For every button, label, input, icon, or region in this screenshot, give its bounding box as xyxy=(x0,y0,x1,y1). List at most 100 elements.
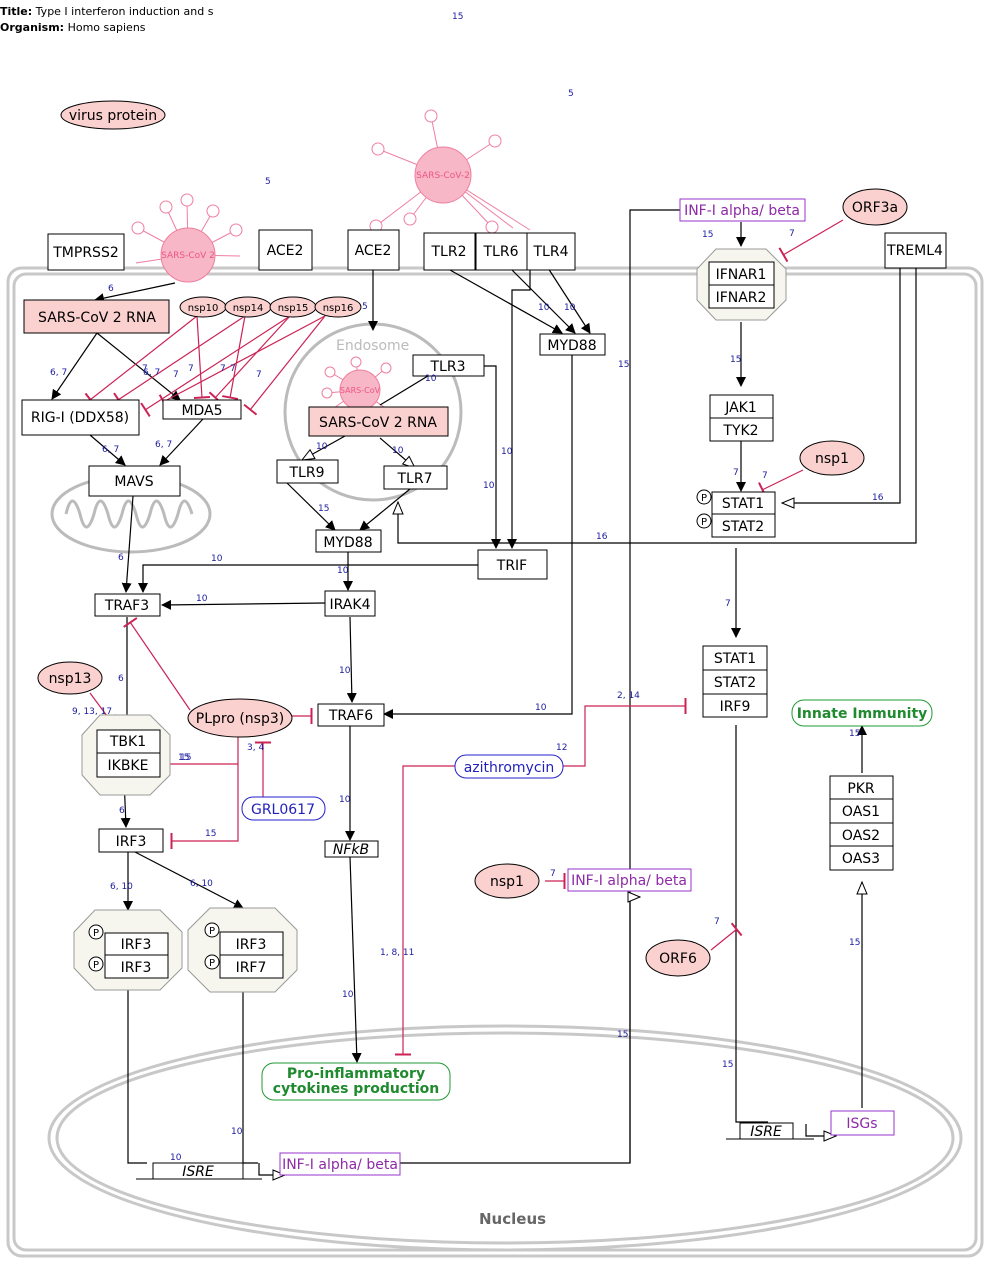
traf6-node xyxy=(317,703,385,727)
nfkb-label: NFkB xyxy=(333,842,369,858)
trif-node xyxy=(477,549,548,580)
phospho-irf7 xyxy=(204,954,220,970)
svg-text:15: 15 xyxy=(849,729,860,739)
svg-text:7: 7 xyxy=(173,370,179,380)
stat2-p-node xyxy=(711,513,776,538)
irf3-node xyxy=(98,828,164,853)
nsp13-label: nsp13 xyxy=(49,671,92,687)
svg-text:10: 10 xyxy=(339,795,351,805)
svg-text:15: 15 xyxy=(618,360,629,370)
svg-text:9, 13, 17: 9, 13, 17 xyxy=(72,707,112,717)
traf6-label: TRAF6 xyxy=(328,708,373,724)
irf3-b-node xyxy=(104,954,169,979)
svg-text:10: 10 xyxy=(392,446,404,456)
svg-text:7: 7 xyxy=(762,471,768,481)
nsp1-b-label: nsp1 xyxy=(490,874,524,890)
nucleus-outer xyxy=(47,1024,963,1252)
svg-text:12: 12 xyxy=(556,743,567,753)
phospho-stat2 xyxy=(696,513,712,529)
svg-text:10: 10 xyxy=(483,481,495,491)
ifn-nuc-label: INF-I alpha/ beta xyxy=(282,1157,398,1173)
svg-text:7: 7 xyxy=(550,869,556,879)
ifn-nuc-node xyxy=(279,1152,401,1176)
cytokines-label-1: Pro-inflammatory xyxy=(287,1066,425,1082)
tyk2-node xyxy=(709,417,774,442)
orf6-label: ORF6 xyxy=(659,951,697,967)
virus-main-label: SARS-CoV-2 xyxy=(416,171,470,181)
rigi-node xyxy=(21,399,140,436)
phospho-irf3-a xyxy=(88,924,104,940)
isre-right-label: ISRE xyxy=(750,1124,782,1140)
svg-text:7: 7 xyxy=(725,599,731,609)
svg-text:6: 6 xyxy=(118,674,124,684)
tmprss2-label: TMPRSS2 xyxy=(52,245,118,261)
sars-rna-top-node xyxy=(23,299,170,334)
svg-text:7: 7 xyxy=(188,364,194,374)
tlr9-label: TLR9 xyxy=(289,465,325,481)
irak4-node xyxy=(324,590,376,617)
nfkb-node xyxy=(324,840,379,858)
myd88-endo-node xyxy=(315,529,382,553)
ifnar2-node xyxy=(708,284,775,309)
mda5-label: MDA5 xyxy=(181,403,222,419)
treml4-label: TREML4 xyxy=(886,243,943,259)
irf3-c-label: IRF3 xyxy=(236,937,267,953)
tlr7-label: TLR7 xyxy=(397,471,433,487)
irf7-label: IRF7 xyxy=(236,960,267,976)
oas1-label: OAS1 xyxy=(842,804,880,820)
svg-text:15: 15 xyxy=(178,753,189,763)
phospho-irf3-c-label: P xyxy=(209,926,215,937)
traf3-label: TRAF3 xyxy=(104,598,149,614)
oas3-node xyxy=(829,845,894,871)
svg-text:6, 10: 6, 10 xyxy=(190,879,213,889)
organism-row: Organism: Homo sapiens xyxy=(0,21,146,34)
phospho-irf3-b xyxy=(88,956,104,972)
nsp10-label: nsp10 xyxy=(188,303,219,314)
legend-virus-protein-label: virus protein xyxy=(69,108,157,124)
innate-node xyxy=(791,699,933,727)
svg-text:16: 16 xyxy=(596,532,608,542)
irf7-node xyxy=(219,954,284,979)
svg-text:7: 7 xyxy=(142,364,148,374)
svg-text:15: 15 xyxy=(849,938,860,948)
nucleus-label: Nucleus xyxy=(479,1210,546,1228)
ace2-left-node xyxy=(258,229,313,271)
cytokines-label-2: cytokines production xyxy=(273,1081,439,1097)
svg-text:7: 7 xyxy=(230,364,236,374)
treml4-node xyxy=(884,232,947,269)
svg-text:6, 7: 6, 7 xyxy=(155,440,172,450)
sars-rna-endo-node xyxy=(308,406,449,437)
svg-text:3, 4: 3, 4 xyxy=(247,743,264,753)
inhibition-edges xyxy=(84,219,844,1056)
title-label: Title: xyxy=(0,5,33,18)
nsp16-label: nsp16 xyxy=(323,303,354,314)
svg-text:6, 10: 6, 10 xyxy=(110,882,133,892)
tlr6-label: TLR6 xyxy=(483,244,519,260)
activation-edges xyxy=(51,209,917,1175)
tlr2-node xyxy=(423,232,476,271)
tlr7-node xyxy=(383,465,448,490)
svg-text:7: 7 xyxy=(733,468,739,478)
endosome-label: Endosome xyxy=(336,338,409,354)
svg-text:15: 15 xyxy=(730,355,741,365)
ace2-mid-node xyxy=(347,229,400,271)
oas1-node xyxy=(829,798,894,824)
nsp14-label: nsp14 xyxy=(233,303,264,314)
mavs-label: MAVS xyxy=(114,474,153,490)
stat2-p-label: STAT2 xyxy=(722,519,764,535)
rigi-label: RIG-I (DDX58) xyxy=(31,410,129,426)
svg-text:16: 16 xyxy=(872,493,884,503)
isgs-node xyxy=(830,1110,895,1136)
virus-endosome-label: SARS-CoV xyxy=(340,386,381,395)
svg-text:10: 10 xyxy=(538,303,550,313)
oas3-label: OAS3 xyxy=(842,851,880,867)
azithromycin-node xyxy=(454,754,564,779)
svg-text:5: 5 xyxy=(362,302,368,312)
edge-numbers: 6 6, 7 6, 7 6, 7 6, 7 7 7 7 7 7 7 5 5 5 … xyxy=(50,89,884,1163)
grl0617-label: GRL0617 xyxy=(251,802,315,818)
phospho-irf3-c xyxy=(204,922,220,938)
azithromycin-label: azithromycin xyxy=(464,760,555,776)
isgs-label: ISGs xyxy=(846,1116,877,1132)
svg-text:10: 10 xyxy=(337,566,349,576)
